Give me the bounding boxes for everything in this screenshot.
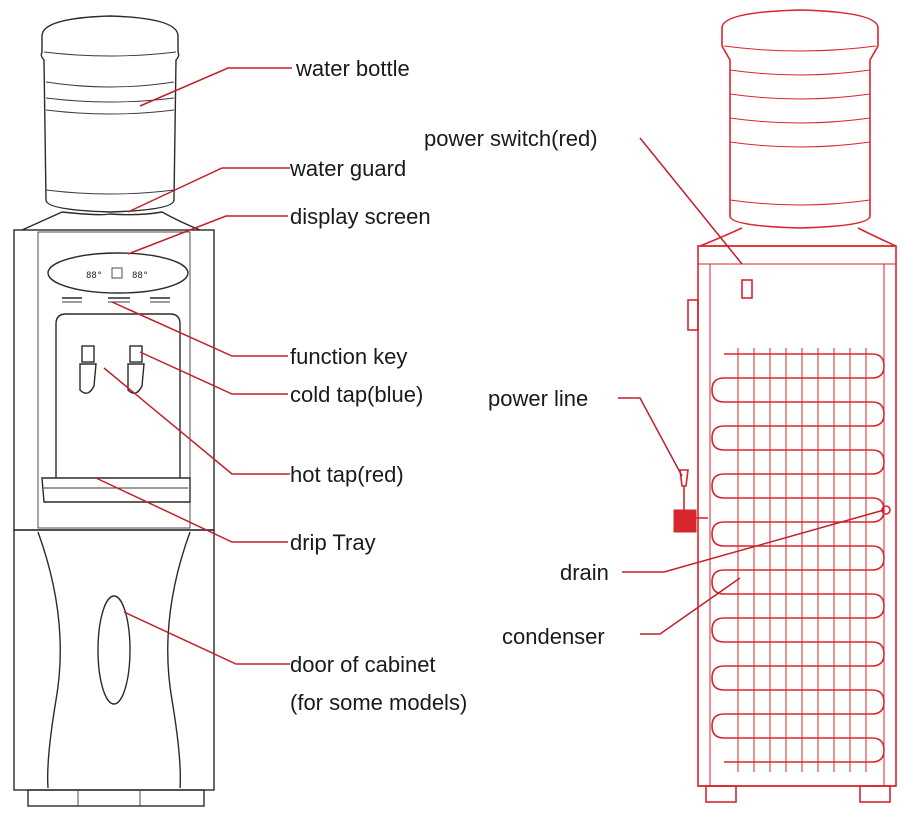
rear-power-switch: [741, 279, 753, 299]
label-condenser: condenser: [502, 624, 605, 649]
front-water-bottle: [40, 15, 180, 213]
label-function-key: function key: [290, 344, 407, 369]
leader-lines: [95, 67, 885, 665]
front-drip-tray: [41, 477, 191, 503]
label-cold-tap: cold tap(blue): [290, 382, 423, 407]
label-power-line: power line: [488, 386, 588, 411]
rear-view: [673, 9, 897, 803]
label-hot-tap: hot tap(red): [290, 462, 404, 487]
label-power-switch: power switch(red): [424, 126, 598, 151]
front-cabinet-door: [97, 595, 131, 705]
label-display-screen: display screen: [290, 204, 431, 229]
svg-text:88°: 88°: [86, 271, 102, 281]
front-display-screen: [47, 252, 189, 294]
front-hot-tap: [79, 345, 97, 394]
svg-text:88°: 88°: [132, 271, 148, 281]
front-upper-cabinet: 88° 88°: [13, 229, 215, 531]
rear-condenser-coil: [711, 353, 885, 763]
label-door-of-cabinet: door of cabinet: [290, 652, 436, 677]
rear-power-line: [673, 469, 708, 533]
front-cold-tap: [127, 345, 145, 394]
labels: water bottle water guard display screen …: [289, 56, 609, 715]
rear-water-bottle: [721, 9, 879, 229]
label-drip-tray: drip Tray: [290, 530, 376, 555]
front-view: 88° 88°: [13, 15, 215, 807]
label-for-some-models: (for some models): [290, 690, 467, 715]
label-water-bottle: water bottle: [295, 56, 410, 81]
front-lower-cabinet: [13, 529, 215, 807]
label-drain: drain: [560, 560, 609, 585]
label-water-guard: water guard: [289, 156, 406, 181]
front-water-guard: [61, 211, 201, 231]
